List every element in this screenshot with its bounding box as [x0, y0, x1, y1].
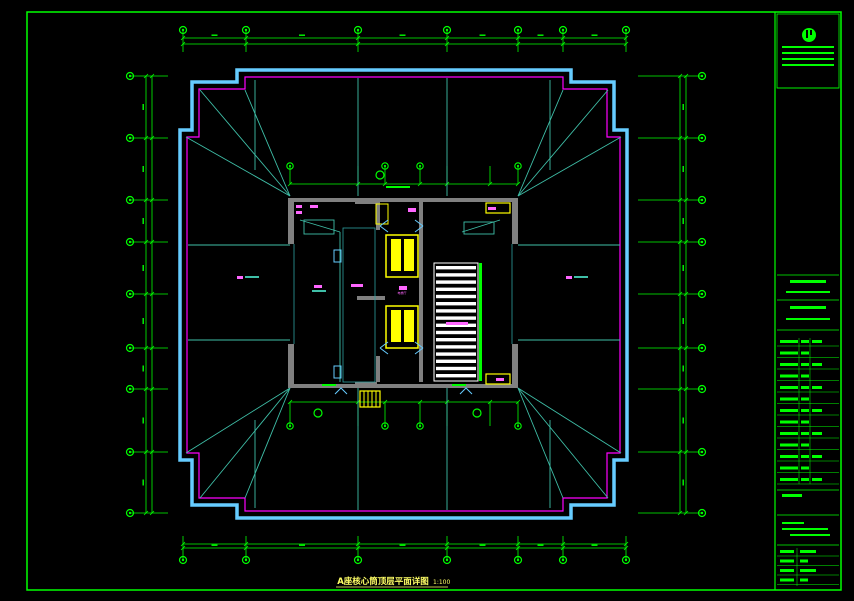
- title-block: [776, 13, 840, 586]
- dimension-lines: [130, 30, 702, 560]
- outer-frame: [26, 11, 842, 591]
- drawing-scale: 1:100: [433, 579, 450, 586]
- elevator-shafts: [359, 202, 511, 408]
- roof-layout-lines: [185, 78, 622, 510]
- stair-treads: [436, 266, 476, 378]
- stair-edge: [479, 263, 482, 381]
- core-inner-lines: [293, 227, 513, 383]
- slab-inner-edge: [186, 76, 621, 512]
- annotations: [237, 186, 588, 386]
- company-logo-icon: [802, 28, 816, 42]
- door-swings: [333, 219, 473, 395]
- grid-bubbles: [125, 25, 707, 565]
- stair-well: [433, 262, 479, 382]
- drawing-title: A座核心筒顶层平面详图: [337, 576, 429, 587]
- center-label: 电梯厅: [397, 290, 406, 295]
- slab-outer-edge: [178, 68, 629, 520]
- core-walls: [288, 198, 518, 388]
